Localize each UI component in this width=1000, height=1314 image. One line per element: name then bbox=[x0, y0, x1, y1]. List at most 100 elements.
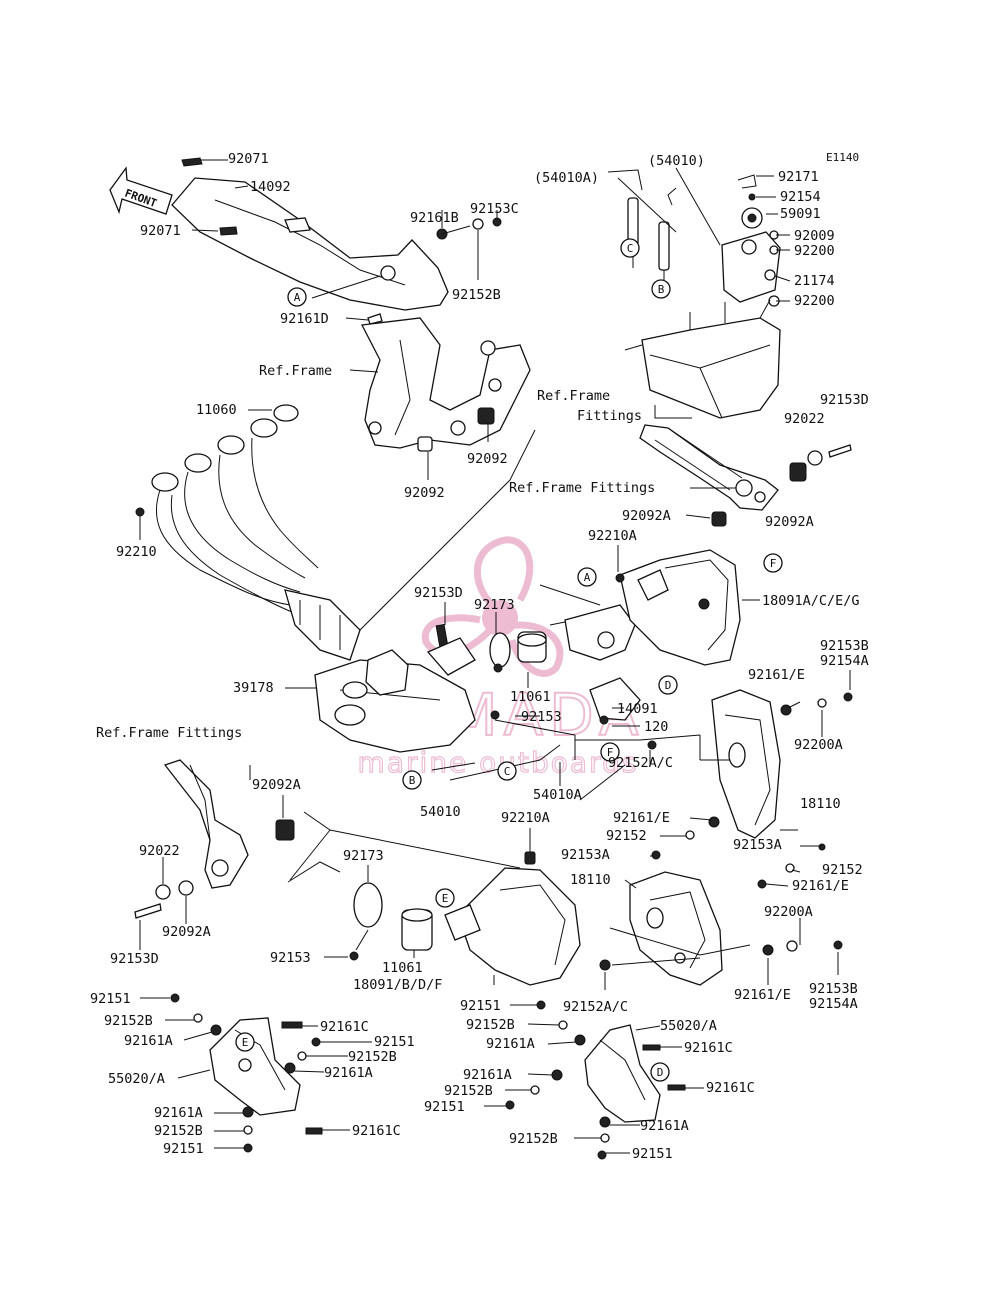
part-label: 92152B bbox=[509, 1131, 558, 1147]
part-label: 92153B bbox=[809, 981, 858, 997]
part-label: 92161D bbox=[280, 311, 329, 327]
diagram-code: E1140 bbox=[826, 151, 859, 164]
part-label: 55020/A bbox=[660, 1018, 717, 1034]
part-label: 92153A bbox=[561, 847, 610, 863]
part-label: 92092A bbox=[162, 924, 211, 940]
part-label: 92154 bbox=[780, 189, 821, 205]
part-label: 92153D bbox=[110, 951, 159, 967]
part-label: 18110 bbox=[800, 796, 841, 812]
part-label: 11061 bbox=[382, 960, 423, 976]
callout-markers: A C B A F D F C B E E D bbox=[235, 238, 783, 1082]
part-label: 92151 bbox=[163, 1141, 204, 1157]
part-label: 55020/A bbox=[108, 1071, 165, 1087]
part-label: 92152 bbox=[606, 828, 647, 844]
battery-tray bbox=[624, 299, 781, 419]
part-label: 92092A bbox=[252, 777, 301, 793]
part-label: 92092A bbox=[765, 514, 814, 530]
callout-e-2: E bbox=[235, 1032, 255, 1052]
part-label: 92210 bbox=[116, 544, 157, 560]
part-label: 92022 bbox=[139, 843, 180, 859]
part-label: 39178 bbox=[233, 680, 274, 696]
clamp-and-connector-low bbox=[349, 882, 433, 961]
svg-text:F: F bbox=[770, 557, 777, 570]
part-label: 92161B bbox=[410, 210, 459, 226]
part-label: (54010A) bbox=[534, 170, 599, 186]
exhaust-valve-14091 bbox=[549, 604, 641, 725]
part-label: 92151 bbox=[374, 1034, 415, 1050]
part-label: 92200A bbox=[764, 904, 813, 920]
part-label: 92200 bbox=[794, 293, 835, 309]
part-labels: 92071 14092 92071 92161B 92153C 92152B 9… bbox=[90, 151, 869, 1162]
svg-text:A: A bbox=[294, 291, 301, 304]
propeller-logo-icon bbox=[421, 536, 564, 677]
right-frame-fitting bbox=[639, 424, 852, 527]
part-label: 92200A bbox=[794, 737, 843, 753]
left-frame-fitting bbox=[134, 759, 295, 919]
part-label: Fittings bbox=[577, 408, 642, 424]
muffler-right bbox=[615, 549, 741, 666]
part-label: 92092 bbox=[467, 451, 508, 467]
svg-text:D: D bbox=[665, 679, 672, 692]
part-label: 92161A bbox=[463, 1067, 512, 1083]
callout-b-1: B bbox=[651, 279, 671, 299]
exhaust-header bbox=[135, 404, 361, 661]
svg-text:C: C bbox=[627, 242, 634, 255]
callout-c-2: C bbox=[497, 761, 517, 781]
part-label: 92092 bbox=[404, 485, 445, 501]
part-label: 92022 bbox=[784, 411, 825, 427]
part-label: 92153 bbox=[521, 709, 562, 725]
part-label: 21174 bbox=[794, 273, 835, 289]
part-label: 18110 bbox=[570, 872, 611, 888]
part-label: 92153D bbox=[820, 392, 869, 408]
part-label: 14092 bbox=[250, 179, 291, 195]
part-label: 92152A/C bbox=[608, 755, 673, 771]
part-label: 92152B bbox=[444, 1083, 493, 1099]
part-label: 92161/E bbox=[792, 878, 849, 894]
callout-d-1: D bbox=[658, 675, 678, 695]
part-label: Ref.Frame bbox=[537, 388, 610, 404]
part-label: 92171 bbox=[778, 169, 819, 185]
svg-text:D: D bbox=[657, 1066, 664, 1079]
part-label: 92092A bbox=[622, 508, 671, 524]
part-label: 92161A bbox=[124, 1033, 173, 1049]
part-label: 92151 bbox=[632, 1146, 673, 1162]
part-label: 92161A bbox=[154, 1105, 203, 1121]
svg-text:F: F bbox=[607, 746, 614, 759]
part-label: 92210A bbox=[588, 528, 637, 544]
part-label: 92152B bbox=[452, 287, 501, 303]
part-label: 92161C bbox=[706, 1080, 755, 1096]
callout-d-2: D bbox=[650, 1062, 670, 1082]
pre-chamber-39178 bbox=[314, 623, 476, 753]
muffler-left bbox=[444, 851, 581, 986]
part-label: 92153A bbox=[733, 837, 782, 853]
part-label: 92161C bbox=[352, 1123, 401, 1139]
part-label: 92152B bbox=[348, 1049, 397, 1065]
part-label: 92151 bbox=[90, 991, 131, 1007]
part-label: 92161C bbox=[320, 1019, 369, 1035]
svg-text:C: C bbox=[504, 765, 511, 778]
part-label: Ref.Frame Fittings bbox=[509, 480, 655, 496]
part-label: 92161/E bbox=[613, 810, 670, 826]
svg-text:E: E bbox=[242, 1036, 249, 1049]
part-label: 92071 bbox=[140, 223, 181, 239]
fasteners-top-middle bbox=[436, 217, 502, 240]
muffler-cover-upper bbox=[647, 689, 853, 839]
part-label: Ref.Frame bbox=[259, 363, 332, 379]
svg-text:E: E bbox=[442, 892, 449, 905]
heat-cover-14092 bbox=[171, 157, 449, 325]
part-label: 92153D bbox=[414, 585, 463, 601]
part-label: 92173 bbox=[474, 597, 515, 613]
part-label: 59091 bbox=[780, 206, 821, 222]
part-label: 120 bbox=[644, 719, 668, 735]
top-right-bracket bbox=[607, 169, 781, 307]
part-label: 92151 bbox=[460, 998, 501, 1014]
part-label: 14091 bbox=[617, 701, 658, 717]
part-label: 92071 bbox=[228, 151, 269, 167]
frame-bracket bbox=[360, 317, 531, 452]
part-label: 92152B bbox=[104, 1013, 153, 1029]
part-label: 92152A/C bbox=[563, 999, 628, 1015]
part-label: 92161A bbox=[640, 1118, 689, 1134]
part-label: 92153 bbox=[270, 950, 311, 966]
